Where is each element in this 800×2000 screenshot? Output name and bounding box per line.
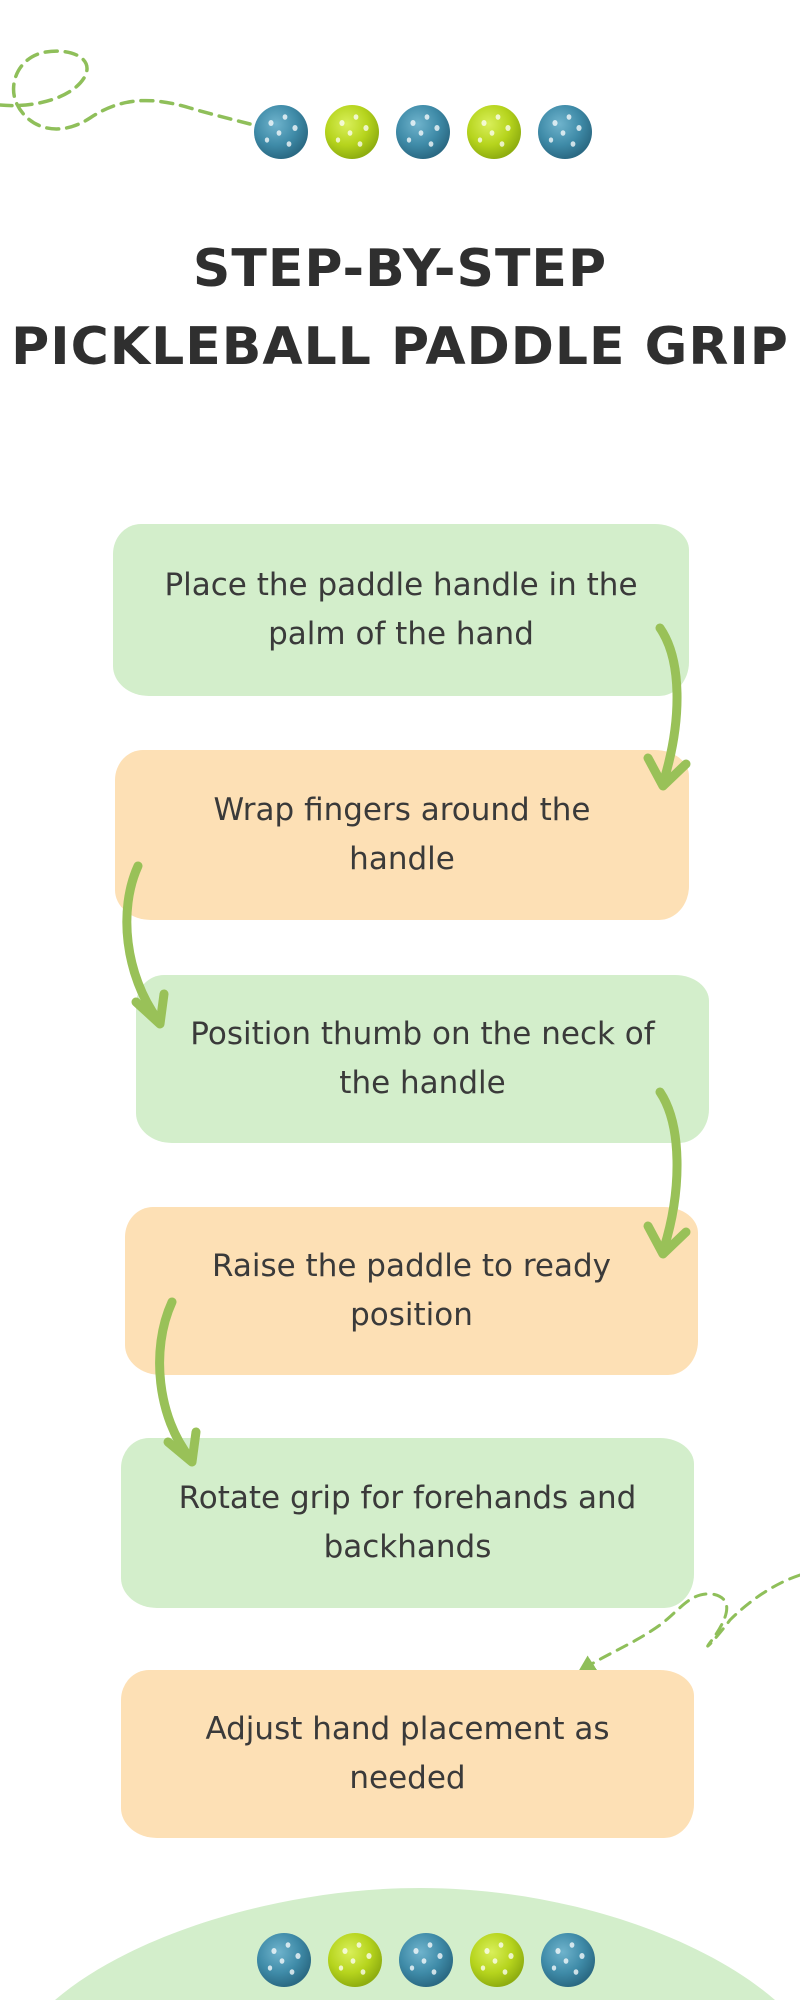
step-4-text: Raise the paddle to ready position — [212, 1248, 611, 1333]
title-line-2: PICKLEBALL PADDLE GRIP — [11, 317, 789, 377]
page-title: STEP-BY-STEP PICKLEBALL PADDLE GRIP — [0, 230, 800, 386]
dashed-swirl-bottom — [577, 1573, 800, 1673]
step-2-text: Wrap fingers around the handle — [213, 792, 591, 877]
step-4-card: Raise the paddle to ready position — [125, 1207, 698, 1375]
step-6-card: Adjust hand placement as needed — [121, 1670, 694, 1838]
step-3-text: Position thumb on the neck of the handle — [190, 1016, 655, 1101]
step-1-text: Place the paddle handle in the palm of t… — [164, 567, 638, 652]
step-5-card: Rotate grip for forehands and backhands — [121, 1438, 694, 1608]
top-balls-row — [254, 105, 592, 159]
step-5-text: Rotate grip for forehands and backhands — [178, 1480, 637, 1565]
step-3-card: Position thumb on the neck of the handle — [136, 975, 709, 1143]
step-1-card: Place the paddle handle in the palm of t… — [113, 524, 689, 696]
bottom-balls-row — [257, 1933, 595, 1987]
title-line-1: STEP-BY-STEP — [192, 239, 608, 299]
step-2-card: Wrap fingers around the handle — [115, 750, 689, 920]
dashed-swirl-top — [0, 49, 252, 131]
step-6-text: Adjust hand placement as needed — [205, 1711, 610, 1796]
